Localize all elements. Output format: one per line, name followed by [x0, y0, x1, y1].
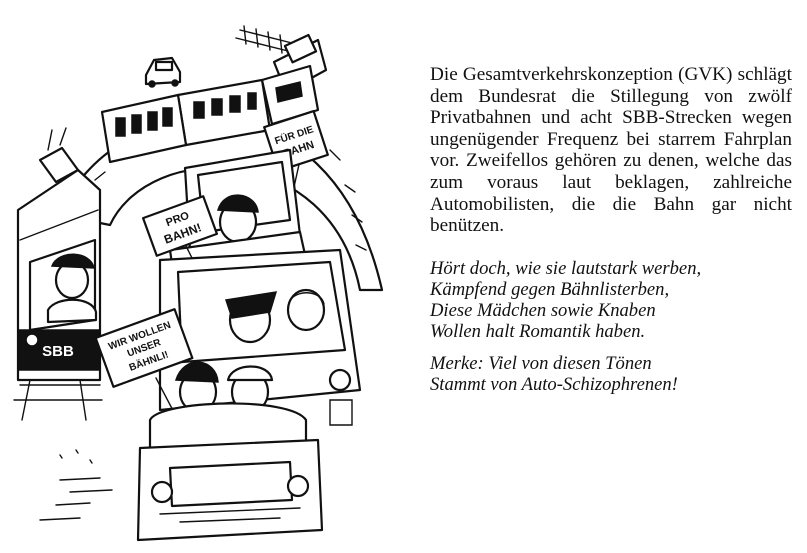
locomotive-label: SBB — [42, 343, 74, 360]
poem-line: Kämpfend gegen Bähnlisterben, — [430, 278, 670, 300]
ground-scribbles — [39, 449, 113, 521]
poem: Hört doch, wie sie lautstark werben, Käm… — [430, 258, 792, 342]
poem-line: Diese Mädchen sowie Knaben — [430, 299, 656, 321]
epilogue-line: Stammt von Auto-Schizophrenen! — [430, 373, 678, 395]
poem-line: Wollen halt Romantik haben. — [430, 320, 646, 342]
epilogue: Merke: Viel von diesen Tönen Stammt von … — [430, 353, 792, 395]
article-paragraph: Die Gesamtverkehrskonzeption (GVK) schlä… — [430, 64, 792, 237]
upper-railway-track — [235, 25, 297, 54]
poem-line: Hört doch, wie sie lautstark werben, — [430, 257, 702, 279]
article-text-column: Die Gesamtverkehrskonzeption (GVK) schlä… — [430, 64, 792, 395]
sign-pro-bahn: PRO BAHN! — [141, 195, 219, 271]
epilogue-line: Merke: Viel von diesen Tönen — [430, 352, 652, 374]
protest-car-middle — [158, 248, 362, 426]
protest-cartoon-illustration: SBB FÜR DIE BAHN PRO BAHN! — [13, 25, 384, 542]
sbb-locomotive: SBB — [13, 127, 103, 421]
protest-car-front — [136, 361, 324, 542]
small-car-top — [144, 56, 182, 88]
